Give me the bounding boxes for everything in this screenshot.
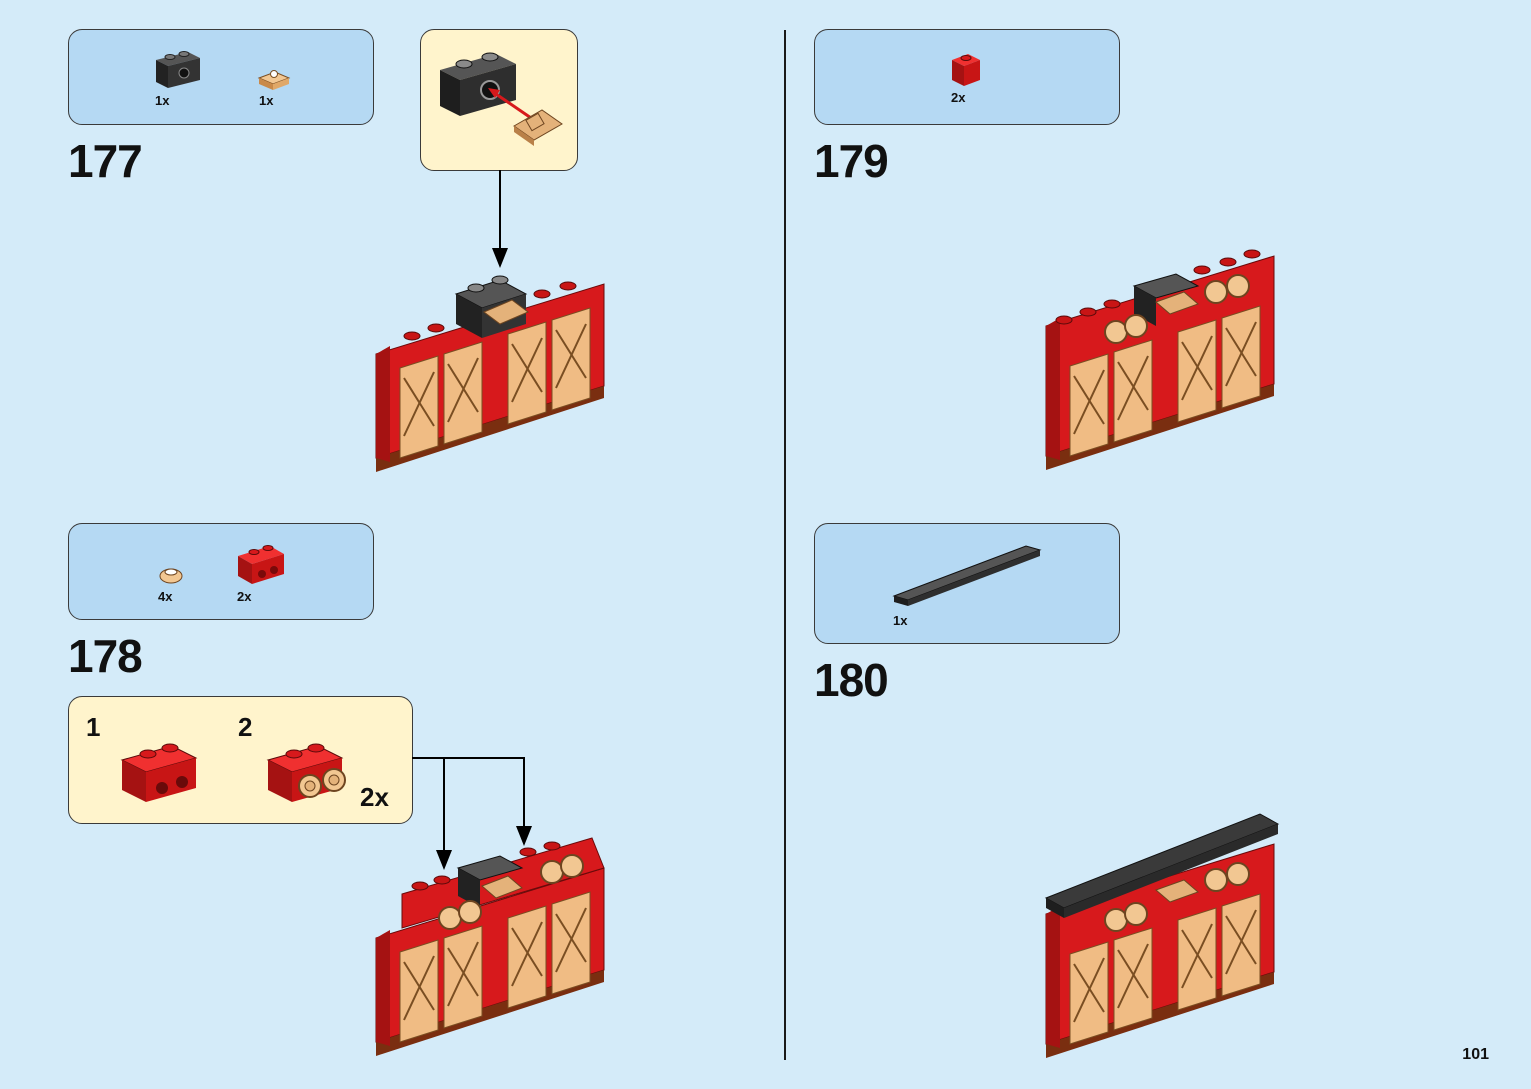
model-180: [1044, 813, 1280, 1058]
tan-tile-clip-icon: [257, 70, 291, 90]
step-number: 179: [814, 135, 889, 187]
step-number: 178: [68, 630, 143, 682]
callout-arrows-178: [412, 757, 532, 870]
part-qty: 1x: [259, 93, 274, 108]
model-179: [1045, 249, 1275, 470]
part-qty: 1x: [893, 613, 908, 628]
red-brick-studs-side-icon: [238, 545, 284, 584]
red-brick-1x1-icon: [952, 54, 980, 86]
part-qty: 2x: [237, 589, 252, 604]
page-number: 101: [1462, 1046, 1489, 1063]
parts-box-178: [68, 523, 374, 620]
part-qty: 2x: [951, 90, 966, 105]
black-brick-icon: [156, 51, 200, 88]
black-tile-long-icon: [892, 545, 1042, 606]
step-number: 177: [68, 135, 143, 187]
red-brick-substep-2: [266, 743, 346, 802]
part-qty: 1x: [155, 93, 170, 108]
substep-label: 2: [238, 712, 253, 742]
tan-round-plate-icon: [159, 568, 183, 584]
subassembly-multiplier: 2x: [360, 782, 389, 812]
callout-arrow: [492, 170, 508, 268]
callout-detail-black-brick: [440, 52, 563, 146]
model-177: [375, 275, 605, 472]
column-divider: [784, 30, 786, 1060]
red-brick-substep-1: [120, 743, 198, 802]
step-number: 180: [814, 654, 889, 706]
parts-box-177: [68, 29, 374, 125]
part-qty: 4x: [158, 589, 173, 604]
substep-label: 1: [86, 712, 101, 742]
model-178: [375, 837, 605, 1056]
